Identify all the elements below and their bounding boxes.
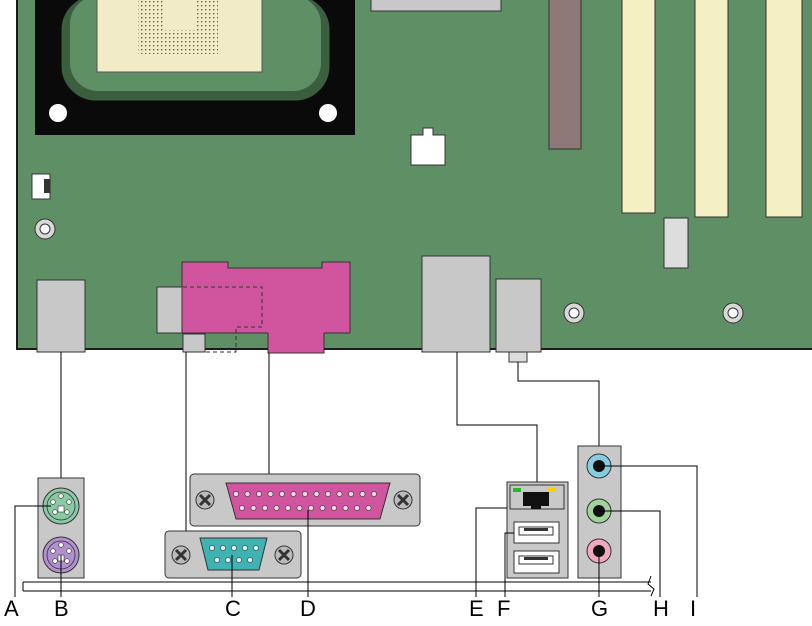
mount-hole-icon <box>319 104 337 122</box>
board-small-header-notch <box>44 179 50 193</box>
jack-screw-icon <box>195 490 215 510</box>
mount-hole-icon <box>49 104 67 122</box>
callout-label-h: H <box>653 596 669 621</box>
jack-screw-icon <box>393 490 413 510</box>
ps2-mouse-port-icon[interactable] <box>42 487 80 525</box>
serial-hidden-outline <box>183 286 263 353</box>
connector-pin <box>225 557 231 563</box>
parallel-port-pins <box>233 491 377 511</box>
serial-stub-foot <box>182 333 206 353</box>
connector-pin <box>331 505 337 511</box>
connector-pin <box>233 491 239 497</box>
connector-pin <box>214 557 220 563</box>
usb-port-icon[interactable] <box>513 521 560 544</box>
lan-usb-port-stack <box>506 481 569 579</box>
standoff-hole-icon <box>563 302 585 324</box>
parallel-port-icon[interactable] <box>189 473 421 527</box>
callout-label-e: E <box>469 596 484 621</box>
callout-label-a: A <box>4 596 19 621</box>
connector-pin <box>242 545 248 551</box>
connector-pin <box>236 557 242 563</box>
board-jumper-block <box>663 217 689 269</box>
lan-port-icon[interactable] <box>509 484 565 510</box>
connector-pin <box>253 545 259 551</box>
expansion-slot-pci-1 <box>621 0 656 214</box>
connector-pin <box>250 505 257 511</box>
callout-label-b: B <box>54 596 69 621</box>
connector-pin <box>220 545 226 551</box>
back-panel <box>22 445 655 597</box>
parallel-connector-board <box>181 261 351 354</box>
audio-stack-board <box>495 278 542 353</box>
serial-port-icon[interactable] <box>164 530 302 579</box>
connector-pin <box>279 491 285 497</box>
callout-label-i: I <box>690 596 697 621</box>
callout-label-c: C <box>225 596 241 621</box>
callout-label-g: G <box>591 596 609 621</box>
expansion-slot-pci-3 <box>765 0 803 218</box>
board-connector-top <box>370 0 502 12</box>
connector-pin <box>365 505 372 511</box>
ps2-stack-board <box>36 279 86 353</box>
serial-port-pins <box>209 545 259 563</box>
connector-pin <box>267 491 274 497</box>
connector-pin <box>262 505 268 511</box>
connector-pin <box>313 491 320 497</box>
expansion-slot-agp <box>548 0 582 150</box>
connector-pin <box>354 505 360 511</box>
board-header-connector <box>410 127 446 166</box>
connector-pin <box>348 491 354 497</box>
socket-center <box>165 0 195 30</box>
standoff-hole-icon <box>34 218 56 240</box>
connector-pin <box>290 491 297 497</box>
connector-pin <box>209 545 215 551</box>
usb-port-icon[interactable] <box>513 550 560 574</box>
processor-socket <box>35 0 355 135</box>
connector-pin <box>296 505 303 511</box>
connector-pin <box>342 505 349 511</box>
panel-break-mark <box>647 575 655 597</box>
connector-pin <box>256 491 262 497</box>
connector-pin <box>359 491 366 497</box>
standoff-hole-icon <box>722 302 744 324</box>
connector-pin <box>336 491 343 497</box>
motherboard <box>16 0 812 363</box>
connector-pin <box>231 545 237 551</box>
connector-pin <box>325 491 331 497</box>
lan-usb-stack-board <box>421 255 491 353</box>
connector-pin <box>308 505 314 511</box>
connector-pin <box>371 491 377 497</box>
connector-pin <box>285 505 291 511</box>
callout-label-f: F <box>497 596 511 621</box>
expansion-slot-pci-2 <box>694 0 729 218</box>
connector-pin <box>273 505 280 511</box>
jack-screw-icon <box>171 545 191 565</box>
connector-pin <box>239 505 245 511</box>
connector-pin <box>247 557 253 563</box>
callout-leaders <box>14 465 698 597</box>
connector-pin <box>302 491 308 497</box>
connector-pin <box>319 505 326 511</box>
callout-label-d: D <box>300 596 316 621</box>
leader-lines <box>60 352 600 535</box>
connector-pin <box>244 491 251 497</box>
audio-stack-foot <box>508 351 528 363</box>
jack-screw-icon <box>274 545 294 565</box>
serial-stub-board <box>156 286 184 334</box>
